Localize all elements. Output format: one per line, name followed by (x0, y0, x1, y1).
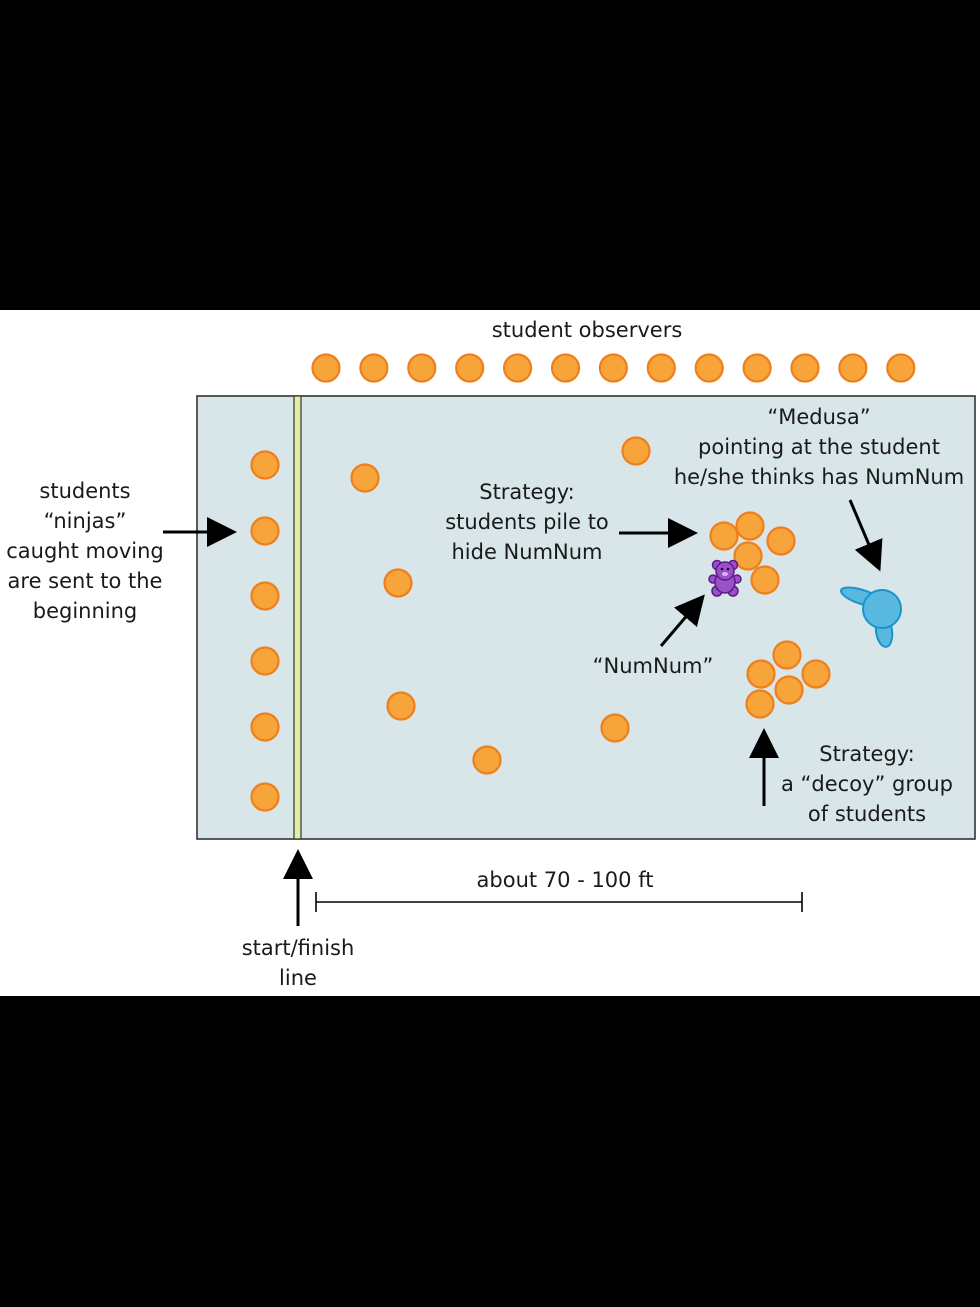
student-circle (386, 691, 416, 721)
game-diagram (163, 353, 976, 926)
distance-scale (315, 892, 803, 912)
student-circle (766, 526, 796, 556)
student-circle (250, 646, 280, 676)
student-circle (250, 516, 280, 546)
student-circle (311, 353, 341, 383)
start-finish-line (293, 395, 302, 840)
student-circle (455, 353, 485, 383)
student-circle (745, 689, 775, 719)
decoy-strategy-label: Strategy: a “decoy” group of students (780, 742, 954, 826)
student-circle (350, 463, 380, 493)
student-circle (742, 353, 772, 383)
student-circle (646, 353, 676, 383)
student-circle (790, 353, 820, 383)
numnum-label: “NumNum” (592, 654, 714, 678)
student-circle (600, 713, 630, 743)
numnum-arrow (659, 594, 705, 647)
student-circle (472, 745, 502, 775)
student-circle (250, 712, 280, 742)
playing-field (196, 395, 976, 840)
student-circle (502, 353, 533, 383)
diagram-panel: student observers students “ninjas” caug… (0, 310, 980, 996)
student-circle (250, 581, 280, 611)
student-circle (886, 353, 916, 383)
decoy-group (745, 640, 831, 719)
student-circle (250, 782, 280, 812)
ninjas-label: students “ninjas” caught moving are sent… (6, 479, 164, 623)
student-circle (359, 353, 389, 383)
student-circle (772, 640, 802, 670)
medusa-arrow (848, 499, 883, 572)
student-circle (709, 521, 739, 551)
student-circle (694, 353, 724, 383)
purple-teddy-bear-icon (708, 559, 742, 597)
student-circle (733, 541, 763, 571)
distance-label: about 70 - 100 ft (476, 868, 654, 892)
student-circle (735, 511, 765, 541)
start-finish-label: start/finish line (241, 936, 355, 990)
student-circle (838, 353, 868, 383)
student-circle (407, 353, 437, 383)
student-circle (598, 353, 629, 383)
ninja-column (250, 450, 280, 812)
student-circle (621, 436, 651, 466)
student-circle (774, 675, 804, 705)
pile-group (709, 511, 796, 595)
student-circle (746, 659, 776, 689)
student-circle (250, 450, 280, 480)
scattered-players (350, 436, 651, 775)
pointing-figure-icon (839, 586, 902, 648)
student-circle (801, 659, 831, 689)
student-circle (550, 353, 581, 383)
medusa-label: “Medusa” pointing at the student he/she … (673, 405, 965, 489)
pile-strategy-label: Strategy: students pile to hide NumNum (445, 480, 609, 564)
student-circle (750, 565, 780, 595)
student-circle (383, 568, 413, 598)
observers-label: student observers (491, 318, 683, 342)
observer-row (311, 353, 916, 383)
